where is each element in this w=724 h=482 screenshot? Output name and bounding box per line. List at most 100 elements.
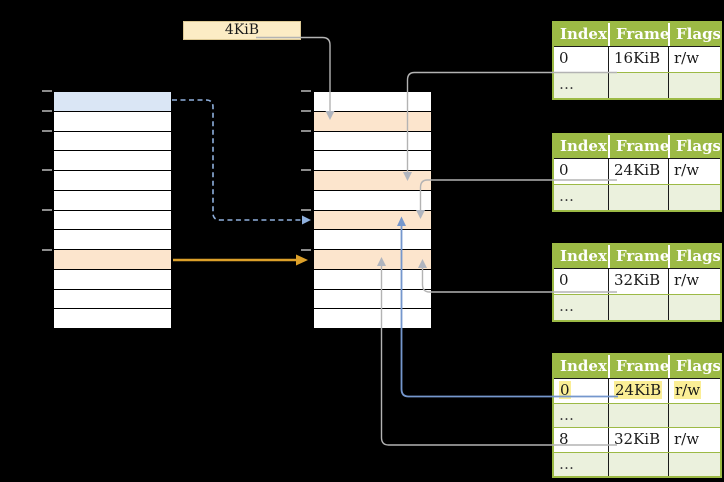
column-header-flags: Flags bbox=[668, 135, 720, 158]
physical-frame-row-10 bbox=[314, 288, 431, 309]
physical-frame-row-1 bbox=[314, 110, 431, 131]
column-header-flags: Flags bbox=[668, 245, 720, 268]
table-cell: … bbox=[559, 297, 575, 315]
page-size-label: 4KiB bbox=[183, 21, 301, 40]
table-cell bbox=[668, 73, 720, 98]
virtual-page-row-11 bbox=[54, 308, 171, 328]
physical-frame-row-0 bbox=[314, 92, 431, 111]
physical-frame-row-4 bbox=[314, 170, 431, 190]
physical-memory-stack bbox=[313, 91, 432, 329]
table-cell bbox=[668, 403, 720, 427]
middle-stack-tick-1 bbox=[301, 109, 311, 112]
table-cell: … bbox=[559, 405, 575, 424]
middle-stack-tick-6 bbox=[301, 209, 311, 211]
column-header-flags: Flags bbox=[668, 355, 720, 378]
physical-frame-row-2 bbox=[314, 130, 431, 151]
left-stack-tick-4 bbox=[42, 169, 52, 172]
table-cell: … bbox=[559, 187, 575, 205]
virtual-page-row-7 bbox=[54, 229, 171, 249]
virtual-page-row-10 bbox=[54, 288, 171, 309]
column-header-frame: Frame bbox=[608, 245, 668, 268]
table-cell bbox=[608, 403, 668, 427]
table-row: … bbox=[554, 72, 720, 98]
middle-stack-tick-4 bbox=[301, 169, 311, 172]
physical-frame-row-9 bbox=[314, 268, 431, 289]
left-stack-tick-1 bbox=[42, 109, 52, 112]
table-cell bbox=[608, 73, 668, 98]
left-stack-tick-0 bbox=[42, 90, 52, 92]
table-row: … bbox=[554, 294, 720, 320]
left-stack-tick-8 bbox=[42, 248, 52, 251]
highlighted-value: r/w bbox=[674, 381, 702, 399]
arrow-virtual-page0-to-frame bbox=[172, 99, 302, 221]
table-cell: 24KiB bbox=[608, 379, 668, 403]
column-header-frame: Frame bbox=[608, 135, 668, 158]
highlighted-value: 24KiB bbox=[614, 381, 663, 399]
table-cell: r/w bbox=[668, 269, 720, 294]
table-cell bbox=[668, 185, 720, 210]
table-cell: 24KiB bbox=[608, 159, 668, 184]
middle-stack-tick-2 bbox=[301, 129, 311, 132]
virtual-page-row-9 bbox=[54, 268, 171, 289]
table-cell: 32KiB bbox=[608, 428, 668, 452]
table-cell: 0 bbox=[554, 379, 608, 403]
column-header-index: Index bbox=[560, 137, 607, 155]
left-stack-tick-6 bbox=[42, 209, 52, 211]
virtual-page-row-6 bbox=[54, 209, 171, 230]
table-cell: r/w bbox=[668, 428, 720, 452]
table-row: … bbox=[554, 451, 720, 476]
table-cell: r/w bbox=[668, 47, 720, 72]
table-row: … bbox=[554, 402, 720, 427]
table-cell: 32KiB bbox=[608, 269, 668, 294]
virtual-page-row-5 bbox=[54, 189, 171, 210]
column-header-index: Index bbox=[560, 357, 607, 375]
middle-stack-tick-0 bbox=[301, 90, 311, 92]
physical-frame-row-7 bbox=[314, 229, 431, 249]
column-header-index: Index bbox=[560, 247, 607, 265]
table-cell: 16KiB bbox=[608, 47, 668, 72]
table-cell: 0 bbox=[559, 271, 569, 289]
virtual-page-row-3 bbox=[54, 150, 171, 170]
physical-frame-row-11 bbox=[314, 308, 431, 328]
arrow-virtual-page0-arrowhead-icon bbox=[302, 215, 311, 225]
virtual-page-row-2 bbox=[54, 130, 171, 151]
table-cell: 0 bbox=[559, 161, 569, 179]
table-row: … bbox=[554, 184, 720, 210]
table-cell bbox=[668, 452, 720, 476]
column-header-frame: Frame bbox=[608, 23, 668, 46]
table-cell: r/w bbox=[668, 159, 720, 184]
physical-frame-row-5 bbox=[314, 189, 431, 210]
virtual-memory-stack bbox=[53, 91, 172, 329]
table-cell: r/w bbox=[668, 379, 720, 403]
physical-frame-row-3 bbox=[314, 150, 431, 170]
table-cell bbox=[608, 452, 668, 476]
virtual-page-row-1 bbox=[54, 110, 171, 131]
left-stack-tick-2 bbox=[42, 129, 52, 132]
virtual-page-row-8 bbox=[54, 249, 171, 269]
physical-frame-row-8 bbox=[314, 249, 431, 269]
table-cell: … bbox=[559, 75, 575, 93]
highlighted-value: 0 bbox=[559, 381, 571, 399]
table-cell: 0 bbox=[559, 49, 569, 67]
table-row: 0 24KiB r/w bbox=[554, 378, 720, 403]
column-header-frame: Frame bbox=[608, 355, 668, 378]
table-cell: 8 bbox=[559, 430, 569, 448]
table-cell bbox=[668, 295, 720, 320]
table-cell: … bbox=[559, 454, 575, 473]
physical-frame-row-6 bbox=[314, 209, 431, 230]
table-cell bbox=[608, 295, 668, 320]
column-header-flags: Flags bbox=[668, 23, 720, 46]
